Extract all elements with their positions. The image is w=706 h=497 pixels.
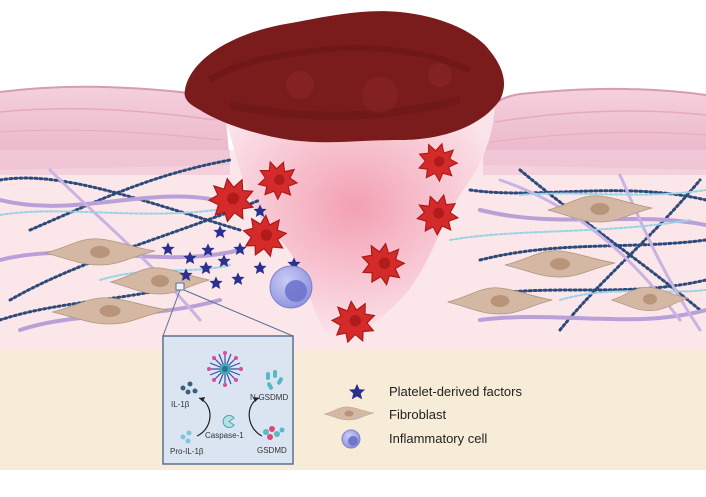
epidermis-left [0, 86, 230, 170]
legend-platelet-factors-label: Platelet-derived factors [389, 384, 522, 399]
pro-il1b-molecules-icon [180, 430, 192, 444]
scab [184, 11, 505, 143]
gsdmd-label: GSDMD [257, 446, 287, 455]
legend-inflammatory-cell-label: Inflammatory cell [389, 431, 488, 446]
legend-inflammatory-cell-icon [341, 429, 361, 449]
legend-fibroblast-label: Fibroblast [389, 407, 447, 422]
epidermis-right [483, 88, 706, 170]
pro-il1b-label: Pro-IL-1β [170, 447, 204, 456]
caspase-1-label: Caspase-1 [205, 431, 244, 440]
legend-fibroblast: Fibroblast [389, 407, 446, 422]
legend-platelet-factors: Platelet-derived factors [389, 384, 522, 399]
n-gsdmd-icon [266, 370, 283, 390]
caspase-1-icon [222, 415, 235, 428]
il1b-molecules-icon [180, 381, 198, 395]
inflammatory-cell [269, 265, 313, 309]
pyroptosis-inset [162, 335, 294, 465]
gsdmd-icon [263, 426, 285, 440]
inflammasome-icon [207, 351, 243, 387]
zoom-marker [175, 282, 185, 291]
n-gsdmd-label: N-GSDMD [250, 393, 289, 402]
legend-inflammatory-cell: Inflammatory cell [389, 431, 487, 446]
il1b-label: IL-1β [171, 400, 190, 409]
subcutaneous-layer [0, 330, 706, 470]
